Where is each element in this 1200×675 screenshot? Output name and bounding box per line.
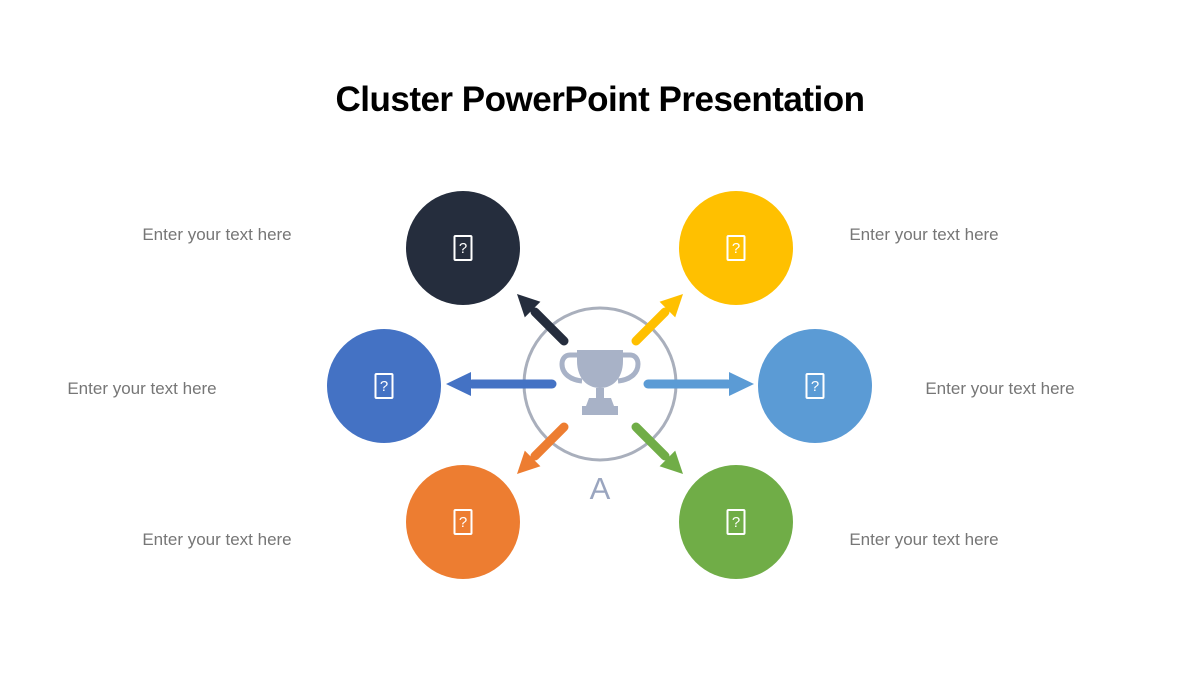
missing-glyph-icon: ? — [726, 509, 746, 535]
svg-text:?: ? — [732, 514, 740, 531]
text-placeholder-top-left[interactable]: Enter your text here — [142, 225, 292, 244]
cluster-circle-middle-left[interactable] — [327, 329, 441, 443]
svg-text:?: ? — [459, 240, 467, 257]
arrow-top-right — [631, 294, 683, 346]
slide-title: Cluster PowerPoint Presentation — [335, 80, 865, 119]
svg-text:?: ? — [811, 378, 819, 395]
cluster-circle-top-right[interactable] — [679, 191, 793, 305]
cluster-circle-top-left[interactable] — [406, 191, 520, 305]
center-caption: A — [590, 471, 611, 506]
text-placeholder-bottom-left[interactable]: Enter your text here — [142, 530, 292, 549]
missing-glyph-icon: ? — [453, 235, 473, 261]
arrow-bottom-left — [517, 422, 569, 474]
svg-text:?: ? — [380, 378, 388, 395]
trophy-icon — [559, 350, 641, 415]
cluster-circle-middle-right[interactable] — [758, 329, 872, 443]
arrow-bottom-right — [631, 422, 683, 474]
svg-text:?: ? — [459, 514, 467, 531]
arrow-middle-right — [643, 372, 754, 396]
svg-text:?: ? — [732, 240, 740, 257]
cluster-circle-bottom-right[interactable] — [679, 465, 793, 579]
arrow-middle-left — [446, 372, 557, 396]
cluster-circle-bottom-left[interactable] — [406, 465, 520, 579]
text-placeholder-middle-right[interactable]: Enter your text here — [925, 379, 1075, 398]
text-placeholder-bottom-right[interactable]: Enter your text here — [849, 530, 999, 549]
missing-glyph-icon: ? — [374, 373, 394, 399]
missing-glyph-icon: ? — [453, 509, 473, 535]
missing-glyph-icon: ? — [805, 373, 825, 399]
arrow-top-left — [517, 294, 569, 346]
missing-glyph-icon: ? — [726, 235, 746, 261]
text-placeholder-middle-left[interactable]: Enter your text here — [67, 379, 217, 398]
text-placeholder-top-right[interactable]: Enter your text here — [849, 225, 999, 244]
